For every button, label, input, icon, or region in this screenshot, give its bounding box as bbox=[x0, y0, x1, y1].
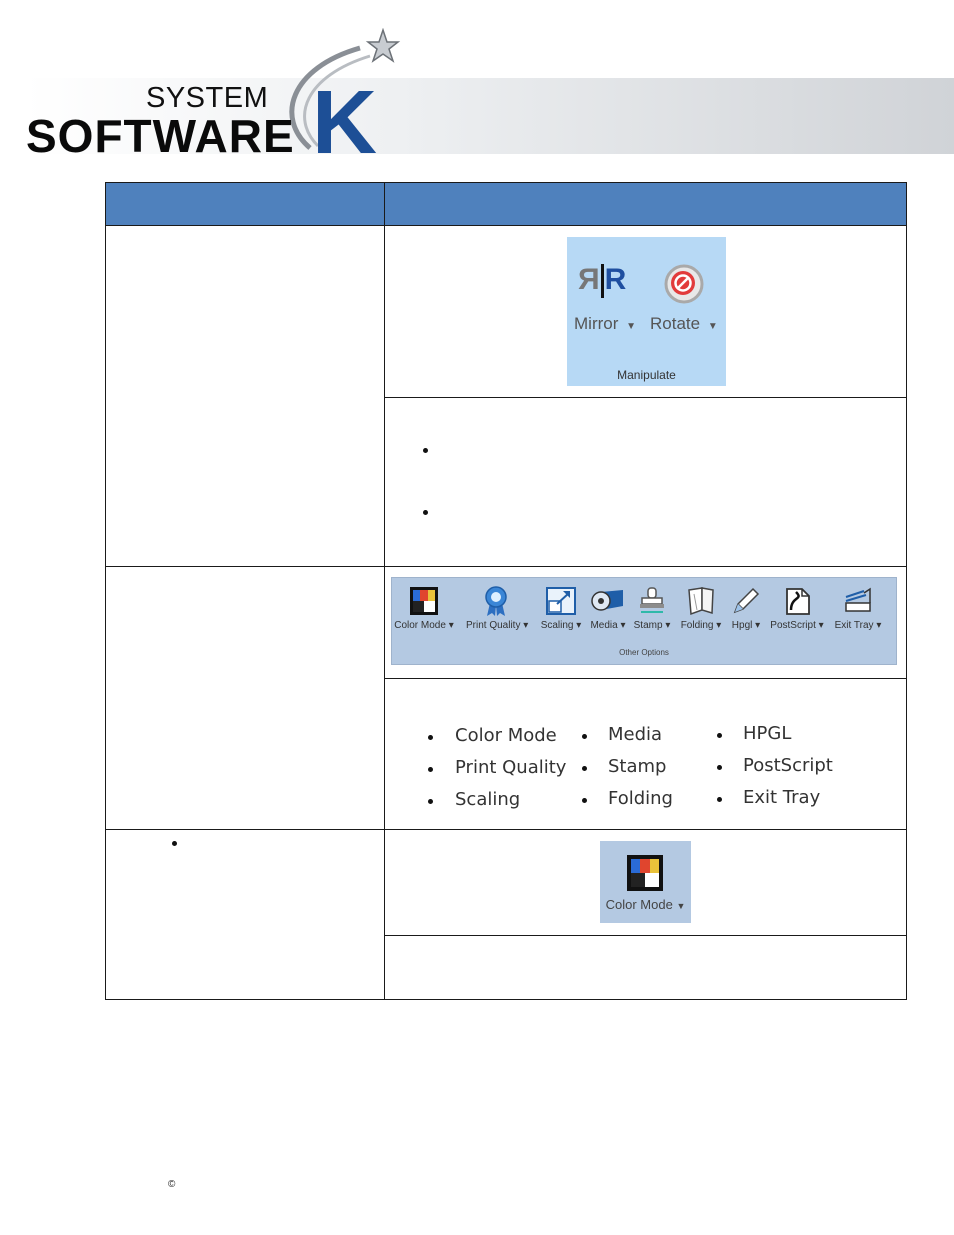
scaling-option[interactable]: Scaling ▾ bbox=[531, 584, 591, 631]
copyright-symbol: © bbox=[168, 1179, 176, 1190]
table-subrow-divider bbox=[384, 397, 907, 398]
option-label: Print Quality bbox=[466, 620, 521, 631]
chevron-down-icon: ▼ bbox=[676, 901, 686, 911]
list-item: Media bbox=[608, 724, 663, 745]
mirror-label: Mirror bbox=[574, 314, 619, 333]
list-item: PostScript bbox=[743, 755, 833, 776]
table-border-left bbox=[105, 182, 106, 1000]
folding-icon bbox=[688, 587, 714, 616]
table-header-row bbox=[105, 182, 907, 226]
color-mode-option[interactable]: Color Mode ▾ bbox=[394, 584, 454, 631]
table-header-divider bbox=[105, 225, 907, 226]
option-label: PostScript bbox=[770, 620, 816, 631]
list-item: Scaling bbox=[455, 789, 521, 810]
bullet-point bbox=[428, 767, 433, 772]
media-roll-icon bbox=[591, 590, 623, 611]
other-options-ribbon-group: Color Mode ▾ Print Quality ▾ Scaling ▾ bbox=[391, 577, 897, 665]
table-subrow-divider bbox=[384, 935, 907, 936]
folding-option[interactable]: Folding ▾ bbox=[671, 584, 731, 631]
color-mode-icon bbox=[627, 855, 663, 891]
option-label: Folding bbox=[680, 620, 714, 631]
scaling-icon bbox=[546, 587, 576, 615]
color-mode-icon bbox=[410, 587, 438, 615]
exit-tray-icon bbox=[845, 587, 871, 612]
list-item: Folding bbox=[608, 788, 673, 809]
bullet-point bbox=[428, 735, 433, 740]
option-label: Scaling bbox=[540, 620, 574, 631]
rotate-button[interactable]: Rotate ▼ bbox=[650, 314, 718, 334]
table-border-bottom bbox=[105, 999, 907, 1000]
mirror-button[interactable]: Mirror ▼ bbox=[574, 314, 636, 334]
rotate-label: Rotate bbox=[650, 314, 701, 333]
logo-system-text: SYSTEM bbox=[146, 82, 269, 114]
bullet-point bbox=[582, 798, 587, 803]
table-border-top bbox=[105, 182, 907, 183]
bullet-point bbox=[428, 799, 433, 804]
print-quality-option[interactable]: Print Quality ▾ bbox=[466, 584, 528, 631]
option-label: Hpgl bbox=[731, 620, 753, 631]
table-border-right bbox=[906, 182, 907, 1000]
manipulate-caption: Manipulate bbox=[617, 368, 676, 382]
other-options-caption: Other Options bbox=[619, 648, 669, 657]
media-option[interactable]: Media ▾ bbox=[578, 584, 638, 631]
postscript-option[interactable]: PostScript ▾ bbox=[767, 584, 827, 631]
logo-k-letter: K bbox=[312, 73, 377, 173]
stamp-icon bbox=[640, 587, 664, 613]
list-item: Stamp bbox=[608, 756, 667, 777]
chevron-down-icon: ▼ bbox=[626, 321, 637, 332]
stamp-option[interactable]: Stamp ▾ bbox=[622, 584, 682, 631]
table-row-divider bbox=[105, 566, 907, 567]
list-item: Print Quality bbox=[455, 757, 567, 778]
bullet-point bbox=[423, 448, 428, 453]
bullet-point bbox=[717, 733, 722, 738]
color-mode-button[interactable]: Color Mode ▼ bbox=[600, 841, 691, 923]
header-band bbox=[25, 78, 954, 154]
list-item: HPGL bbox=[743, 723, 792, 744]
chevron-down-icon: ▼ bbox=[707, 321, 718, 332]
option-label: Exit Tray bbox=[834, 620, 874, 631]
ribbon-award-icon bbox=[485, 586, 507, 616]
bullet-point bbox=[717, 797, 722, 802]
exit-tray-option[interactable]: Exit Tray ▾ bbox=[828, 584, 888, 631]
bullet-point bbox=[717, 765, 722, 770]
pencil-icon bbox=[733, 587, 760, 614]
logo-software-text: SOFTWARE bbox=[26, 110, 295, 162]
rotate-icon bbox=[664, 264, 704, 304]
bullet-point bbox=[582, 766, 587, 771]
option-label: Color Mode bbox=[394, 620, 446, 631]
bullet-point bbox=[582, 734, 587, 739]
option-label: Media bbox=[590, 620, 618, 631]
list-item: Color Mode bbox=[455, 725, 557, 746]
option-label: Stamp bbox=[633, 620, 663, 631]
company-logo: SYSTEM SOFTWARE K bbox=[0, 0, 954, 170]
color-mode-label: Color Mode bbox=[605, 897, 673, 912]
bullet-point bbox=[423, 510, 428, 515]
bullet-point bbox=[172, 841, 177, 846]
postscript-icon bbox=[786, 588, 810, 615]
table-subrow-divider bbox=[384, 678, 907, 679]
table-row-divider bbox=[105, 829, 907, 830]
table-column-divider bbox=[384, 182, 385, 1000]
swoosh-star-icon bbox=[289, 28, 401, 150]
list-item: Exit Tray bbox=[743, 787, 821, 808]
hpgl-option[interactable]: Hpgl ▾ bbox=[716, 584, 776, 631]
